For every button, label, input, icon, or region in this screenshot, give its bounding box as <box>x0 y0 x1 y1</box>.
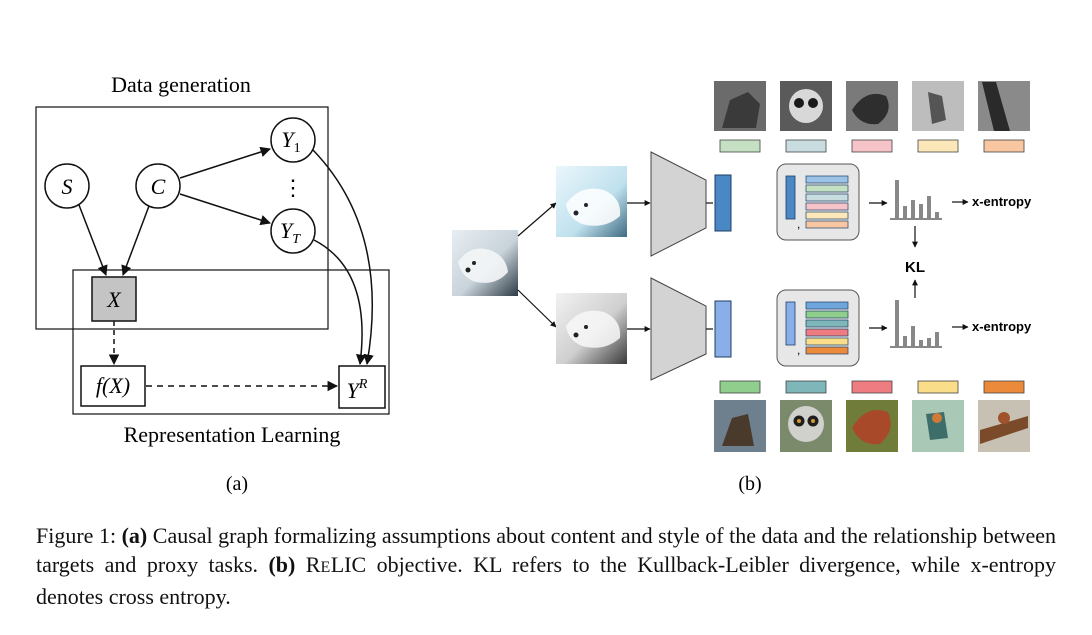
edge-c-x <box>121 205 150 276</box>
node-s-label: S <box>62 174 73 199</box>
data-generation-box <box>35 106 329 330</box>
node-x-label: X <box>106 287 122 312</box>
svg-text:,: , <box>797 217 800 231</box>
similarity-block-top: , <box>776 163 860 241</box>
panel-a-sublabel: (a) <box>226 473 248 495</box>
kl-label: KL <box>905 259 925 276</box>
augmented-view-2 <box>556 293 627 364</box>
node-c-label: C <box>151 174 166 199</box>
node-ellipsis: ⋮ <box>282 175 304 200</box>
caption-b-text: objective. KL refers to the Kullback-Lei… <box>36 552 1056 609</box>
arrow-input-to-aug1 <box>517 202 557 237</box>
xentropy-top-label: x-entropy <box>972 194 1032 209</box>
embedding-top <box>714 174 732 232</box>
node-x: X <box>91 276 137 322</box>
caption-relic-name: RELIC <box>305 552 367 577</box>
caption-a-text: Causal graph formalizing assumptions abo… <box>36 523 1057 577</box>
node-yt: YT <box>270 208 316 254</box>
encoder-bottom <box>650 277 707 381</box>
xentropy-bottom-label: x-entropy <box>972 319 1032 334</box>
edge-yt-yr <box>313 239 367 366</box>
panel-b-sublabel: (b) <box>738 473 761 495</box>
node-fx-label: f(X) <box>96 373 130 398</box>
node-yt-label: YT <box>280 218 301 247</box>
node-fx: f(X) <box>80 365 146 407</box>
panel-b-relic-diagram: , , <box>452 81 1032 495</box>
thumb-top-2 <box>780 81 832 153</box>
thumb-bottom-5 <box>978 380 1030 452</box>
panel-a-causal-graph: Data generation S C Y1 ⋮ YT X f(X) <box>35 72 390 495</box>
distribution-bottom <box>890 300 942 348</box>
caption-a-label: (a) <box>121 523 148 548</box>
thumb-top-1 <box>714 81 766 153</box>
representation-learning-label: Representation Learning <box>124 422 341 447</box>
data-generation-title: Data generation <box>111 72 251 97</box>
caption-figure-label: Figure 1: <box>36 523 117 548</box>
svg-text:,: , <box>797 343 800 357</box>
edge-c-yt <box>179 193 271 226</box>
thumb-top-3 <box>846 81 898 153</box>
thumb-top-5 <box>978 81 1030 153</box>
node-c: C <box>135 163 181 209</box>
representation-learning-box <box>72 269 390 415</box>
node-yr: YR <box>338 365 386 409</box>
thumb-top-4 <box>912 81 964 153</box>
node-yr-superscript: R <box>358 377 368 392</box>
distribution-top <box>890 180 942 220</box>
thumb-bottom-4 <box>912 380 964 452</box>
edge-c-y1 <box>179 146 271 179</box>
node-y1: Y1 <box>270 117 316 163</box>
node-y1-label: Y1 <box>281 127 300 156</box>
augmented-view-1 <box>556 166 627 237</box>
embedding-bottom <box>714 300 732 358</box>
thumb-bottom-1 <box>714 380 766 452</box>
top-thumbnails <box>714 81 1030 153</box>
caption-b-label: (b) <box>268 552 296 577</box>
edge-s-x <box>78 204 108 276</box>
node-yr-label: YR <box>347 377 368 403</box>
input-image-polar-bear <box>452 230 518 296</box>
thumb-bottom-2 <box>780 380 832 452</box>
bottom-thumbnails <box>714 380 1030 452</box>
similarity-block-bottom: , <box>776 289 860 367</box>
node-s: S <box>44 163 90 209</box>
encoder-top <box>650 151 707 257</box>
thumb-bottom-3 <box>846 380 898 452</box>
figure-caption: Figure 1: (a) Causal graph formalizing a… <box>36 521 1056 611</box>
node-y1-subscript: 1 <box>294 141 301 156</box>
node-yt-subscript: T <box>292 232 301 247</box>
edge-y1-yr <box>312 149 374 366</box>
arrow-input-to-aug2 <box>517 289 557 328</box>
